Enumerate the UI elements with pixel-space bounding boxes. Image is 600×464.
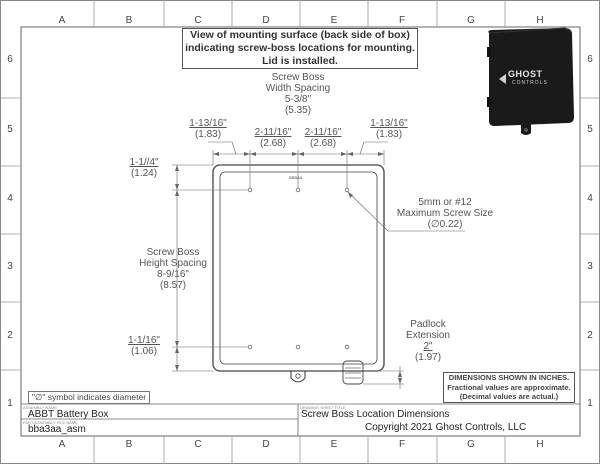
sheet-title-label: DRAWING SHEET TITLE — [300, 405, 346, 410]
column-label-f: F — [398, 15, 406, 26]
row-label-6-right: 6 — [587, 54, 593, 65]
top-offset-fraction: 1-1//4" — [129, 157, 159, 168]
logo-text: GHOST — [508, 69, 543, 79]
view-note-line-2: indicating screw-boss locations for moun… — [185, 42, 415, 54]
width-spacing-label: Screw Boss Width Spacing 5-3/8" (5.35) — [248, 72, 348, 116]
mid-right-gap-label: 2-11/16" (2.68) — [299, 127, 347, 149]
view-note: View of mounting surface (back side of b… — [182, 28, 418, 69]
width-spacing-line-3: 5-3/8" — [284, 94, 312, 105]
battery-box-icon — [487, 27, 574, 135]
bottom-offset-fraction: 1-1/16" — [128, 335, 160, 346]
top-offset-decimal: (1.24) — [130, 168, 158, 179]
box-outline — [212, 164, 385, 385]
height-spacing-label: Screw Boss Height Spacing 8-9/16" (8.57) — [130, 247, 216, 291]
sheet-title: Screw Boss Location Dimensions — [301, 409, 450, 420]
screw-size-label: 5mm or #12 Maximum Screw Size (∅0.22) — [390, 197, 500, 230]
top-offset-label: 1-1//4" (1.24) — [124, 157, 164, 179]
diameter-note: "∅" symbol indicates diameter — [28, 391, 151, 404]
column-label-b-bottom: B — [125, 439, 133, 450]
height-spacing-line-3: 8-9/16" — [157, 269, 189, 280]
width-spacing-line-1: Screw Boss — [271, 72, 325, 83]
height-spacing-line-2: Height Spacing — [139, 258, 207, 269]
dims-note-line-3: (Decimal values are actual.) — [459, 392, 559, 401]
column-label-f-bottom: F — [398, 439, 406, 450]
column-label-e-bottom: E — [330, 439, 338, 450]
height-spacing-line-4: (8.57) — [159, 280, 187, 291]
left-gap-fraction: 1-13/16" — [189, 118, 227, 129]
padlock-extension-label: Padlock Extension 2" (1.97) — [398, 319, 458, 363]
column-label-g-bottom: G — [467, 439, 475, 450]
column-label-b: B — [125, 15, 133, 26]
row-label-2-right: 2 — [587, 330, 593, 341]
left-gap-label: 1-13/16" (1.83) — [183, 118, 233, 140]
column-label-d-bottom: D — [262, 439, 270, 450]
row-label-2: 2 — [7, 330, 13, 341]
mid-left-gap-label: 2-11/16" (2.68) — [249, 127, 297, 149]
row-label-4: 4 — [7, 193, 13, 204]
screw-boss-holes — [247, 187, 350, 350]
row-label-1: 1 — [7, 398, 13, 409]
right-gap-label: 1-13/16" (1.83) — [364, 118, 414, 140]
file-name-label: PART/ASSEMBLY FILE NAME — [23, 420, 78, 425]
padlock-line-3: 2" — [423, 341, 433, 352]
width-spacing-line-2: Width Spacing — [265, 83, 331, 94]
row-label-4-right: 4 — [587, 193, 593, 204]
column-label-e: E — [330, 15, 338, 26]
view-note-line-3: Lid is installed. — [262, 55, 338, 67]
screw-size-line-2: Maximum Screw Size — [396, 208, 494, 219]
mid-left-fraction: 2-11/16" — [254, 127, 292, 138]
column-label-c-bottom: C — [194, 439, 202, 450]
column-label-c: C — [194, 15, 202, 26]
bottom-offset-decimal: (1.06) — [130, 346, 158, 357]
column-label-d: D — [262, 15, 270, 26]
logo-subtext: CONTROLS — [512, 80, 548, 86]
right-gap-decimal: (1.83) — [375, 129, 403, 140]
column-label-g: G — [467, 15, 475, 26]
dimensions-note: DIMENSIONS SHOWN IN INCHES. Fractional v… — [443, 372, 575, 403]
screw-size-line-3: (∅0.22) — [427, 219, 463, 230]
height-spacing-line-1: Screw Boss — [146, 247, 200, 258]
copyright: Copyright 2021 Ghost Controls, LLC — [365, 422, 527, 433]
dims-note-line-1: DIMENSIONS SHOWN IN INCHES. — [448, 373, 570, 382]
file-name: bba3aa_asm — [28, 424, 86, 435]
padlock-line-4: (1.97) — [414, 352, 442, 363]
width-spacing-line-4: (5.35) — [284, 105, 312, 116]
row-label-3: 3 — [7, 261, 13, 272]
mid-left-decimal: (2.68) — [259, 138, 287, 149]
padlock-line-2: Extension — [406, 330, 450, 341]
assembly-name-label: ASSEMBLY NAME — [23, 405, 57, 410]
padlock-line-1: Padlock — [410, 319, 446, 330]
row-label-1-right: 1 — [587, 398, 593, 409]
mid-right-decimal: (2.68) — [309, 138, 337, 149]
column-label-a: A — [58, 15, 66, 26]
view-note-line-1: View of mounting surface (back side of b… — [190, 29, 410, 41]
dims-note-line-2: Fractional values are approximate. — [447, 382, 571, 392]
column-label-a-bottom: A — [58, 439, 66, 450]
bottom-offset-label: 1-1/16" (1.06) — [124, 335, 164, 357]
box-label: BBBAA — [289, 175, 303, 180]
row-label-5-right: 5 — [587, 124, 593, 135]
left-gap-decimal: (1.83) — [194, 129, 222, 140]
column-label-h: H — [536, 15, 544, 26]
product-image: GHOST CONTROLS — [481, 27, 577, 137]
row-label-3-right: 3 — [587, 261, 593, 272]
assembly-name: ABBT Battery Box — [28, 409, 109, 420]
column-label-h-bottom: H — [536, 439, 544, 450]
row-label-5: 5 — [7, 124, 13, 135]
mid-right-fraction: 2-11/16" — [304, 127, 342, 138]
screw-size-line-1: 5mm or #12 — [418, 197, 472, 208]
right-gap-fraction: 1-13/16" — [370, 118, 408, 129]
row-label-6: 6 — [7, 54, 13, 65]
